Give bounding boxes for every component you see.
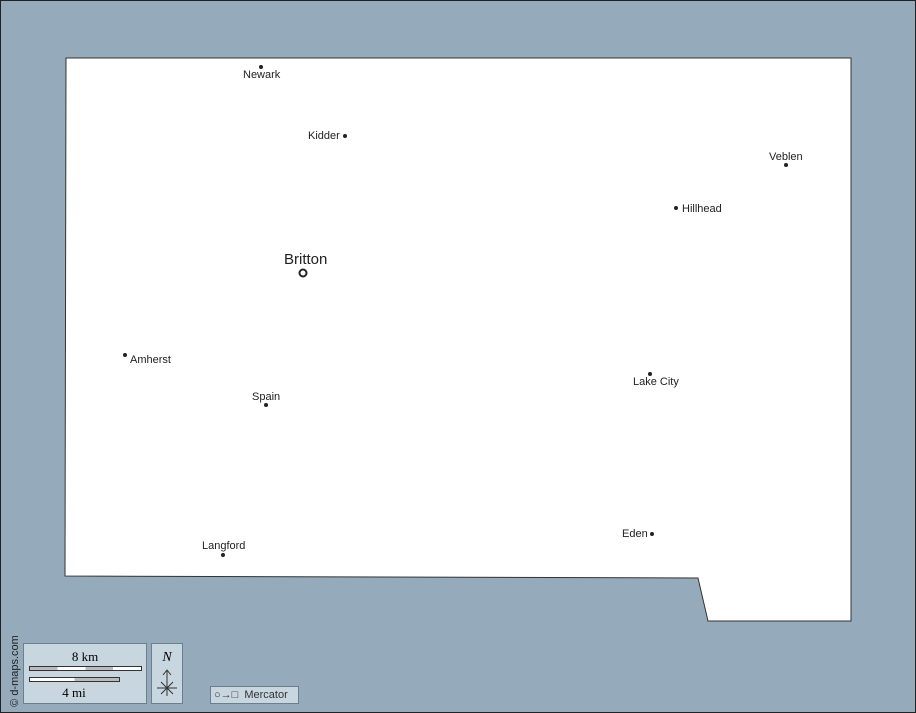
capital-marker-britton [298, 268, 308, 278]
city-dot-eden [650, 532, 654, 536]
projection-icon: ○→□ [214, 689, 239, 701]
city-label: Langford [202, 540, 246, 552]
projection-box: ○→□ Mercator [210, 686, 299, 704]
scale-km-label: 8 km [71, 649, 99, 664]
city-dot-lake-city [648, 372, 652, 376]
city-label: Eden [622, 528, 648, 540]
city-label: Hillhead [682, 203, 722, 215]
city-label: Newark [243, 69, 281, 81]
city-label: Amherst [130, 354, 171, 366]
city-label: Veblen [769, 151, 803, 163]
north-label: N [162, 650, 172, 665]
city-dot-newark [259, 65, 263, 69]
city-dots [123, 65, 788, 557]
city-label: Lake City [633, 376, 679, 388]
city-label: Spain [252, 391, 281, 403]
compass: N [151, 643, 183, 704]
county-shape [64, 57, 852, 622]
city-dot-kidder [343, 134, 347, 138]
projection-label: Mercator [244, 689, 288, 701]
city-dot-amherst [123, 353, 127, 357]
scale-mi-label: 4 mi [62, 685, 86, 700]
scale-bar: 8 km 4 mi [23, 643, 147, 704]
copyright: © d-maps.com [8, 635, 21, 707]
city-dot-veblen [784, 163, 788, 167]
city-dot-langford [221, 553, 225, 557]
capital-label: Britton [284, 251, 328, 268]
city-dot-spain [264, 403, 268, 407]
city-label: Kidder [308, 130, 340, 142]
scale-mi-bar [29, 677, 120, 682]
scale-km-bar [29, 666, 142, 671]
compass-rose-icon [157, 669, 177, 696]
city-dot-hillhead [674, 206, 678, 210]
